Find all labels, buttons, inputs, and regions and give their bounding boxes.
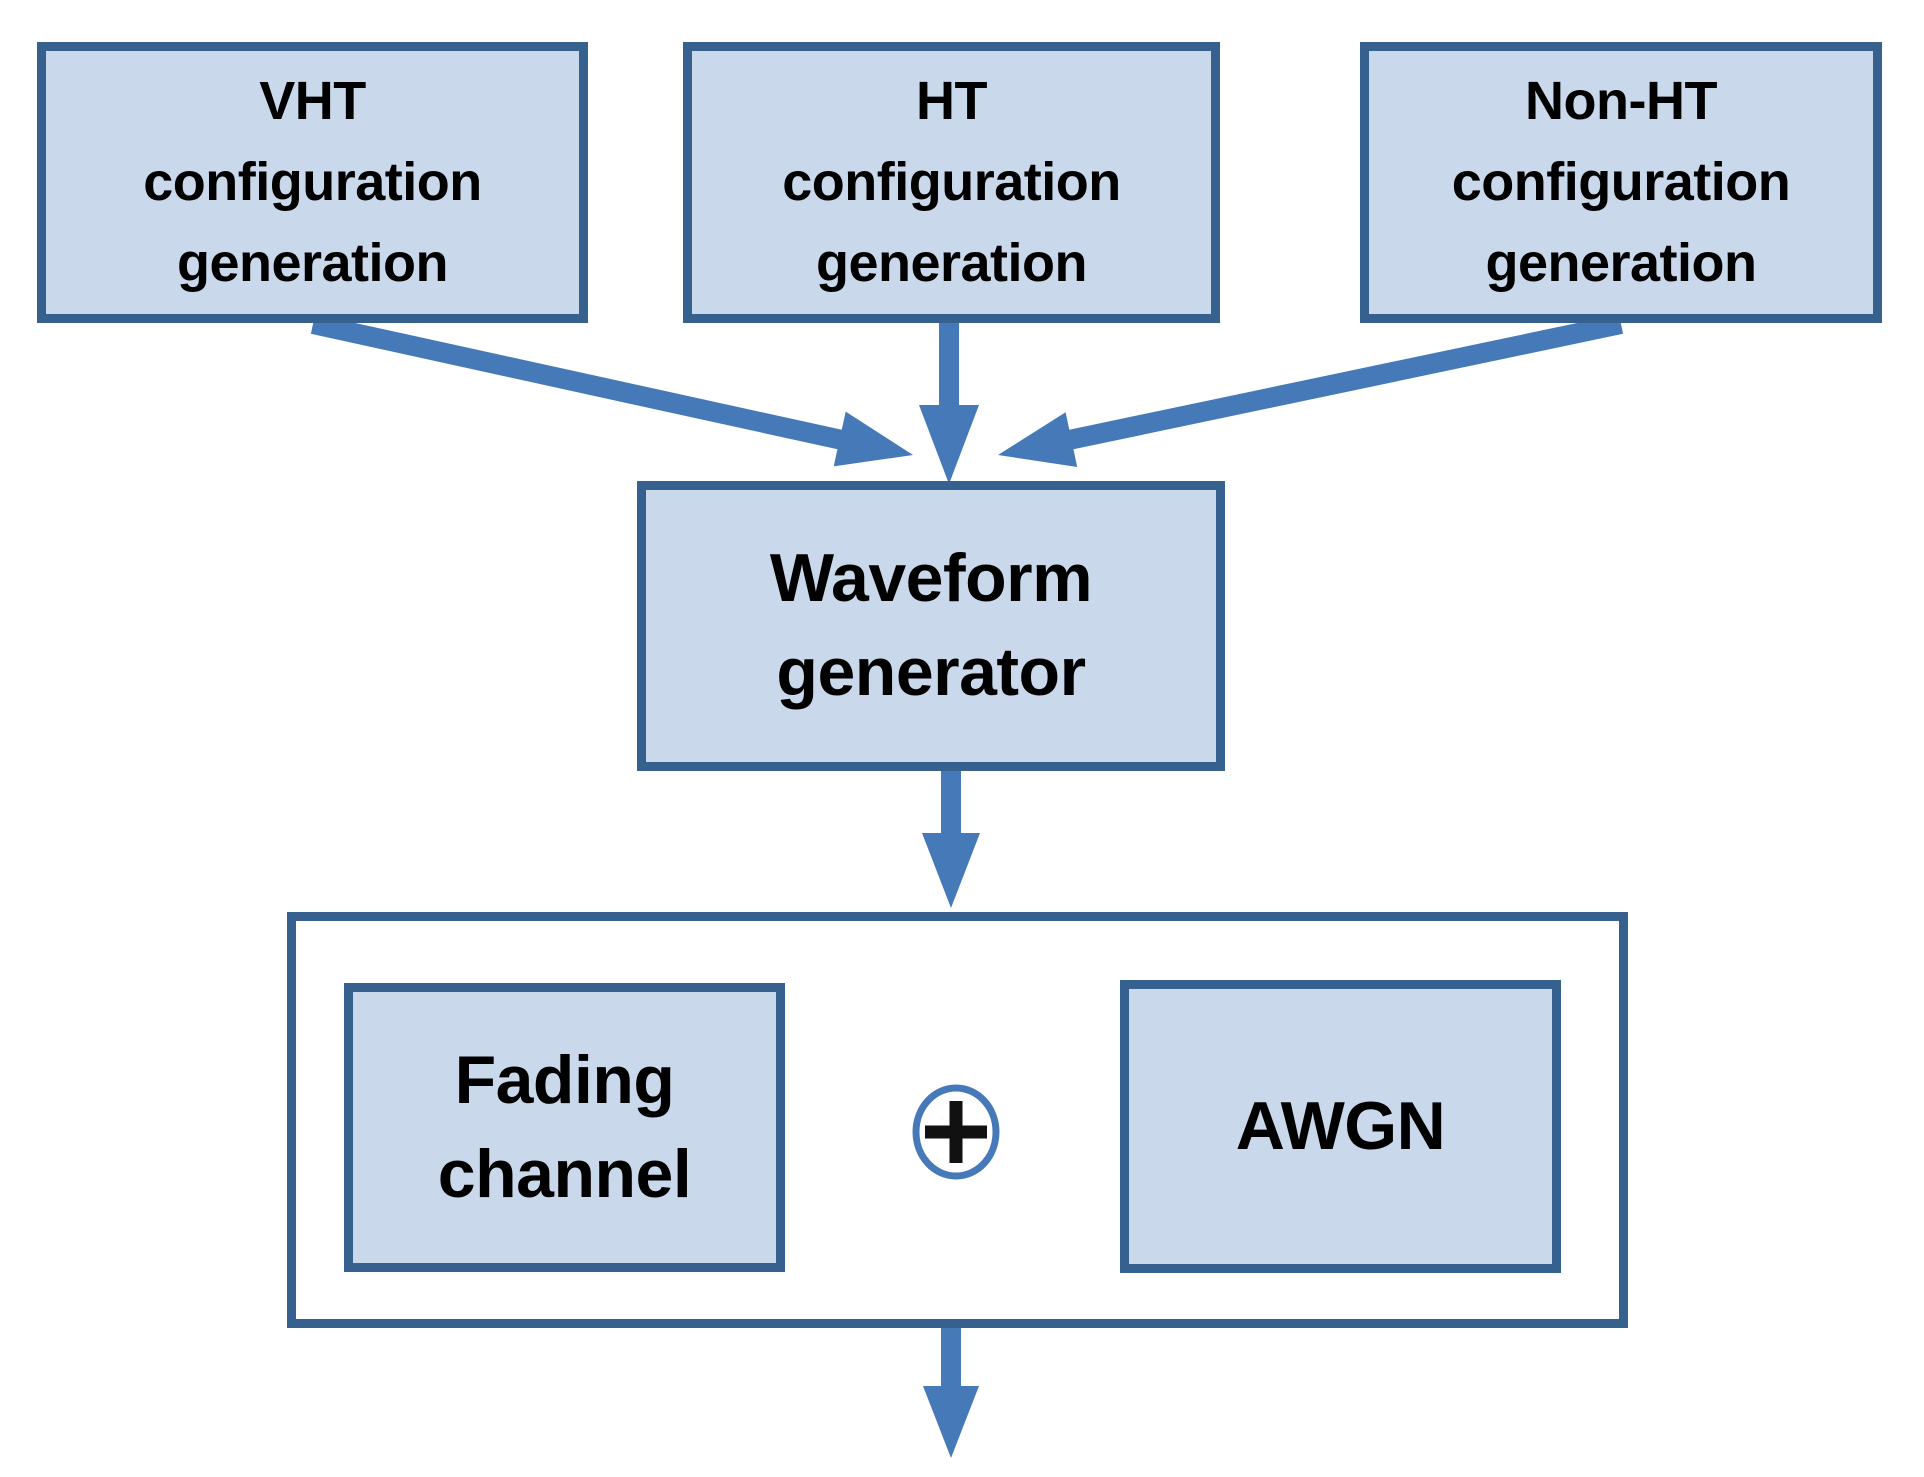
arrow-waveform-to-channel <box>922 768 980 908</box>
label-line: Fading <box>454 1041 675 1118</box>
channel-container <box>287 912 1628 1328</box>
node-non-ht-configuration-generation: Non-HT configuration generation <box>1360 42 1882 323</box>
label-line: generation <box>815 233 1088 293</box>
arrow-ht-to-waveform <box>919 322 979 484</box>
node-label: AWGN <box>1236 1080 1446 1174</box>
label-line: configuration <box>782 152 1121 212</box>
node-ht-configuration-generation: HT configuration generation <box>683 42 1220 323</box>
label-line: generator <box>776 634 1086 710</box>
label-line: HT <box>916 71 987 131</box>
label-line: configuration <box>1451 152 1791 212</box>
label-line: configuration <box>143 152 482 212</box>
node-awgn: AWGN <box>1120 980 1561 1273</box>
label-line: generation <box>176 233 449 293</box>
label-line: Waveform <box>769 540 1093 617</box>
node-label: Waveform generator <box>769 532 1093 720</box>
circled-plus-icon <box>912 1084 1000 1180</box>
label-line: Non-HT <box>1525 71 1717 131</box>
arrow-channel-to-output <box>923 1328 979 1458</box>
node-fading-channel: Fading channel <box>344 983 785 1272</box>
node-label: HT configuration generation <box>782 61 1121 304</box>
node-label: VHT configuration generation <box>143 61 482 304</box>
label-line: VHT <box>259 71 366 131</box>
node-waveform-generator: Waveform generator <box>637 481 1225 771</box>
label-line: AWGN <box>1235 1087 1446 1164</box>
arrow-vht-to-waveform <box>310 314 913 467</box>
node-label: Non-HT configuration generation <box>1451 61 1791 304</box>
node-vht-configuration-generation: VHT configuration generation <box>37 42 588 323</box>
node-label: Fading channel <box>437 1034 692 1222</box>
label-line: channel <box>437 1135 692 1212</box>
arrow-nonht-to-waveform <box>998 314 1624 467</box>
label-line: generation <box>1485 233 1757 293</box>
